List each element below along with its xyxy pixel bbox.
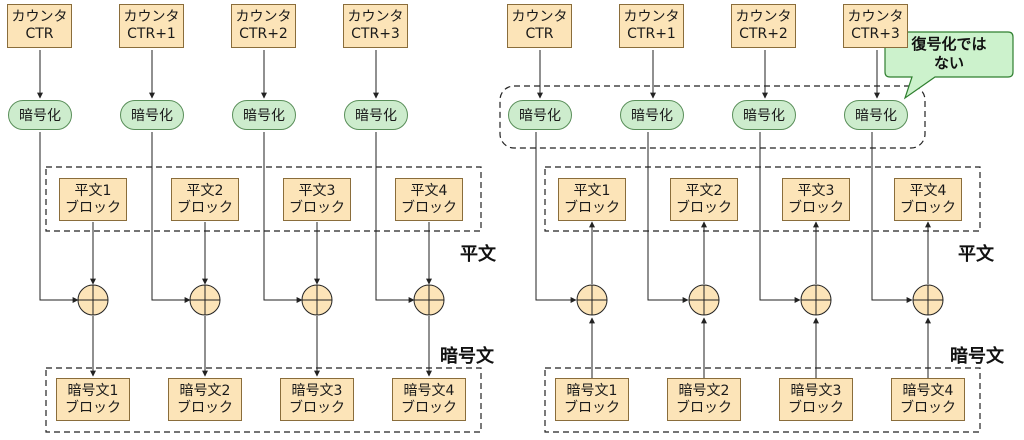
encrypt-node: 暗号化 [508, 100, 572, 130]
right-decryption-panel [499, 31, 1014, 433]
right-xor-ops [576, 284, 944, 316]
left-ciphertext-group [45, 367, 482, 433]
counter-value: CTR+2 [239, 26, 288, 42]
xor-icon [77, 284, 109, 316]
xor-icon [688, 284, 720, 316]
encrypt-node: 暗号化 [620, 100, 684, 130]
counter-value: CTR+3 [351, 26, 400, 42]
plaintext-block: 平文2 ブロック [171, 178, 239, 221]
left-plaintext-group [45, 166, 482, 232]
encrypt-node: 暗号化 [844, 100, 908, 130]
plaintext-label: 平文 [460, 244, 496, 265]
ciphertext-block: 暗号文1 ブロック [555, 378, 629, 421]
left-xor-ops [77, 284, 445, 316]
ciphertext-block: 暗号文4 ブロック [392, 378, 466, 421]
ciphertext-label: 暗号文 [950, 346, 1004, 367]
ciphertext-block: 暗号文1 ブロック [56, 378, 130, 421]
callout-text: 復号化では ない [911, 35, 987, 72]
plaintext-block: 平文2 ブロック [670, 178, 738, 221]
ciphertext-block: 暗号文2 ブロック [667, 378, 741, 421]
counter-box: カウンタ CTR+1 [619, 4, 684, 48]
xor-icon [189, 284, 221, 316]
counter-value: CTR [25, 26, 54, 42]
encrypt-node: 暗号化 [8, 100, 72, 130]
xor-icon [800, 284, 832, 316]
xor-icon [301, 284, 333, 316]
counter-label: カウンタ [235, 9, 292, 25]
plaintext-block: 平文4 ブロック [395, 178, 463, 221]
counter-value: CTR+1 [127, 26, 176, 42]
counter-box: カウンタ CTR+1 [119, 4, 184, 48]
counter-box: カウンタ CTR+2 [231, 4, 296, 48]
encrypt-node: 暗号化 [120, 100, 184, 130]
right-plaintext-group [544, 166, 981, 232]
counter-label: カウンタ [123, 9, 180, 25]
encrypt-node: 暗号化 [732, 100, 796, 130]
plaintext-block: 平文3 ブロック [283, 178, 351, 221]
xor-icon [413, 284, 445, 316]
counter-label: カウンタ [347, 9, 404, 25]
plaintext-label: 平文 [958, 244, 994, 265]
left-encryption-panel [37, 50, 482, 433]
counter-box: カウンタ CTR+3 [343, 4, 408, 48]
xor-icon [912, 284, 944, 316]
plaintext-block: 平文1 ブロック [59, 178, 127, 221]
ciphertext-block: 暗号文3 ブロック [280, 378, 354, 421]
counter-box: カウンタ CTR [7, 4, 72, 48]
ciphertext-block: 暗号文3 ブロック [779, 378, 853, 421]
counter-box: カウンタ CTR+3 [843, 4, 908, 48]
right-encrypt-group [499, 85, 926, 149]
plaintext-block: 平文1 ブロック [558, 178, 626, 221]
ciphertext-block: 暗号文2 ブロック [168, 378, 242, 421]
ciphertext-block: 暗号文4 ブロック [891, 378, 965, 421]
counter-label: カウンタ [11, 9, 68, 25]
ciphertext-label: 暗号文 [440, 346, 494, 367]
encrypt-node: 暗号化 [232, 100, 296, 130]
plaintext-block: 平文3 ブロック [782, 178, 850, 221]
counter-box: カウンタ CTR+2 [731, 4, 796, 48]
plaintext-block: 平文4 ブロック [894, 178, 962, 221]
right-ciphertext-group [544, 367, 981, 433]
xor-icon [576, 284, 608, 316]
encrypt-node: 暗号化 [344, 100, 408, 130]
counter-box: カウンタ CTR [507, 4, 572, 48]
